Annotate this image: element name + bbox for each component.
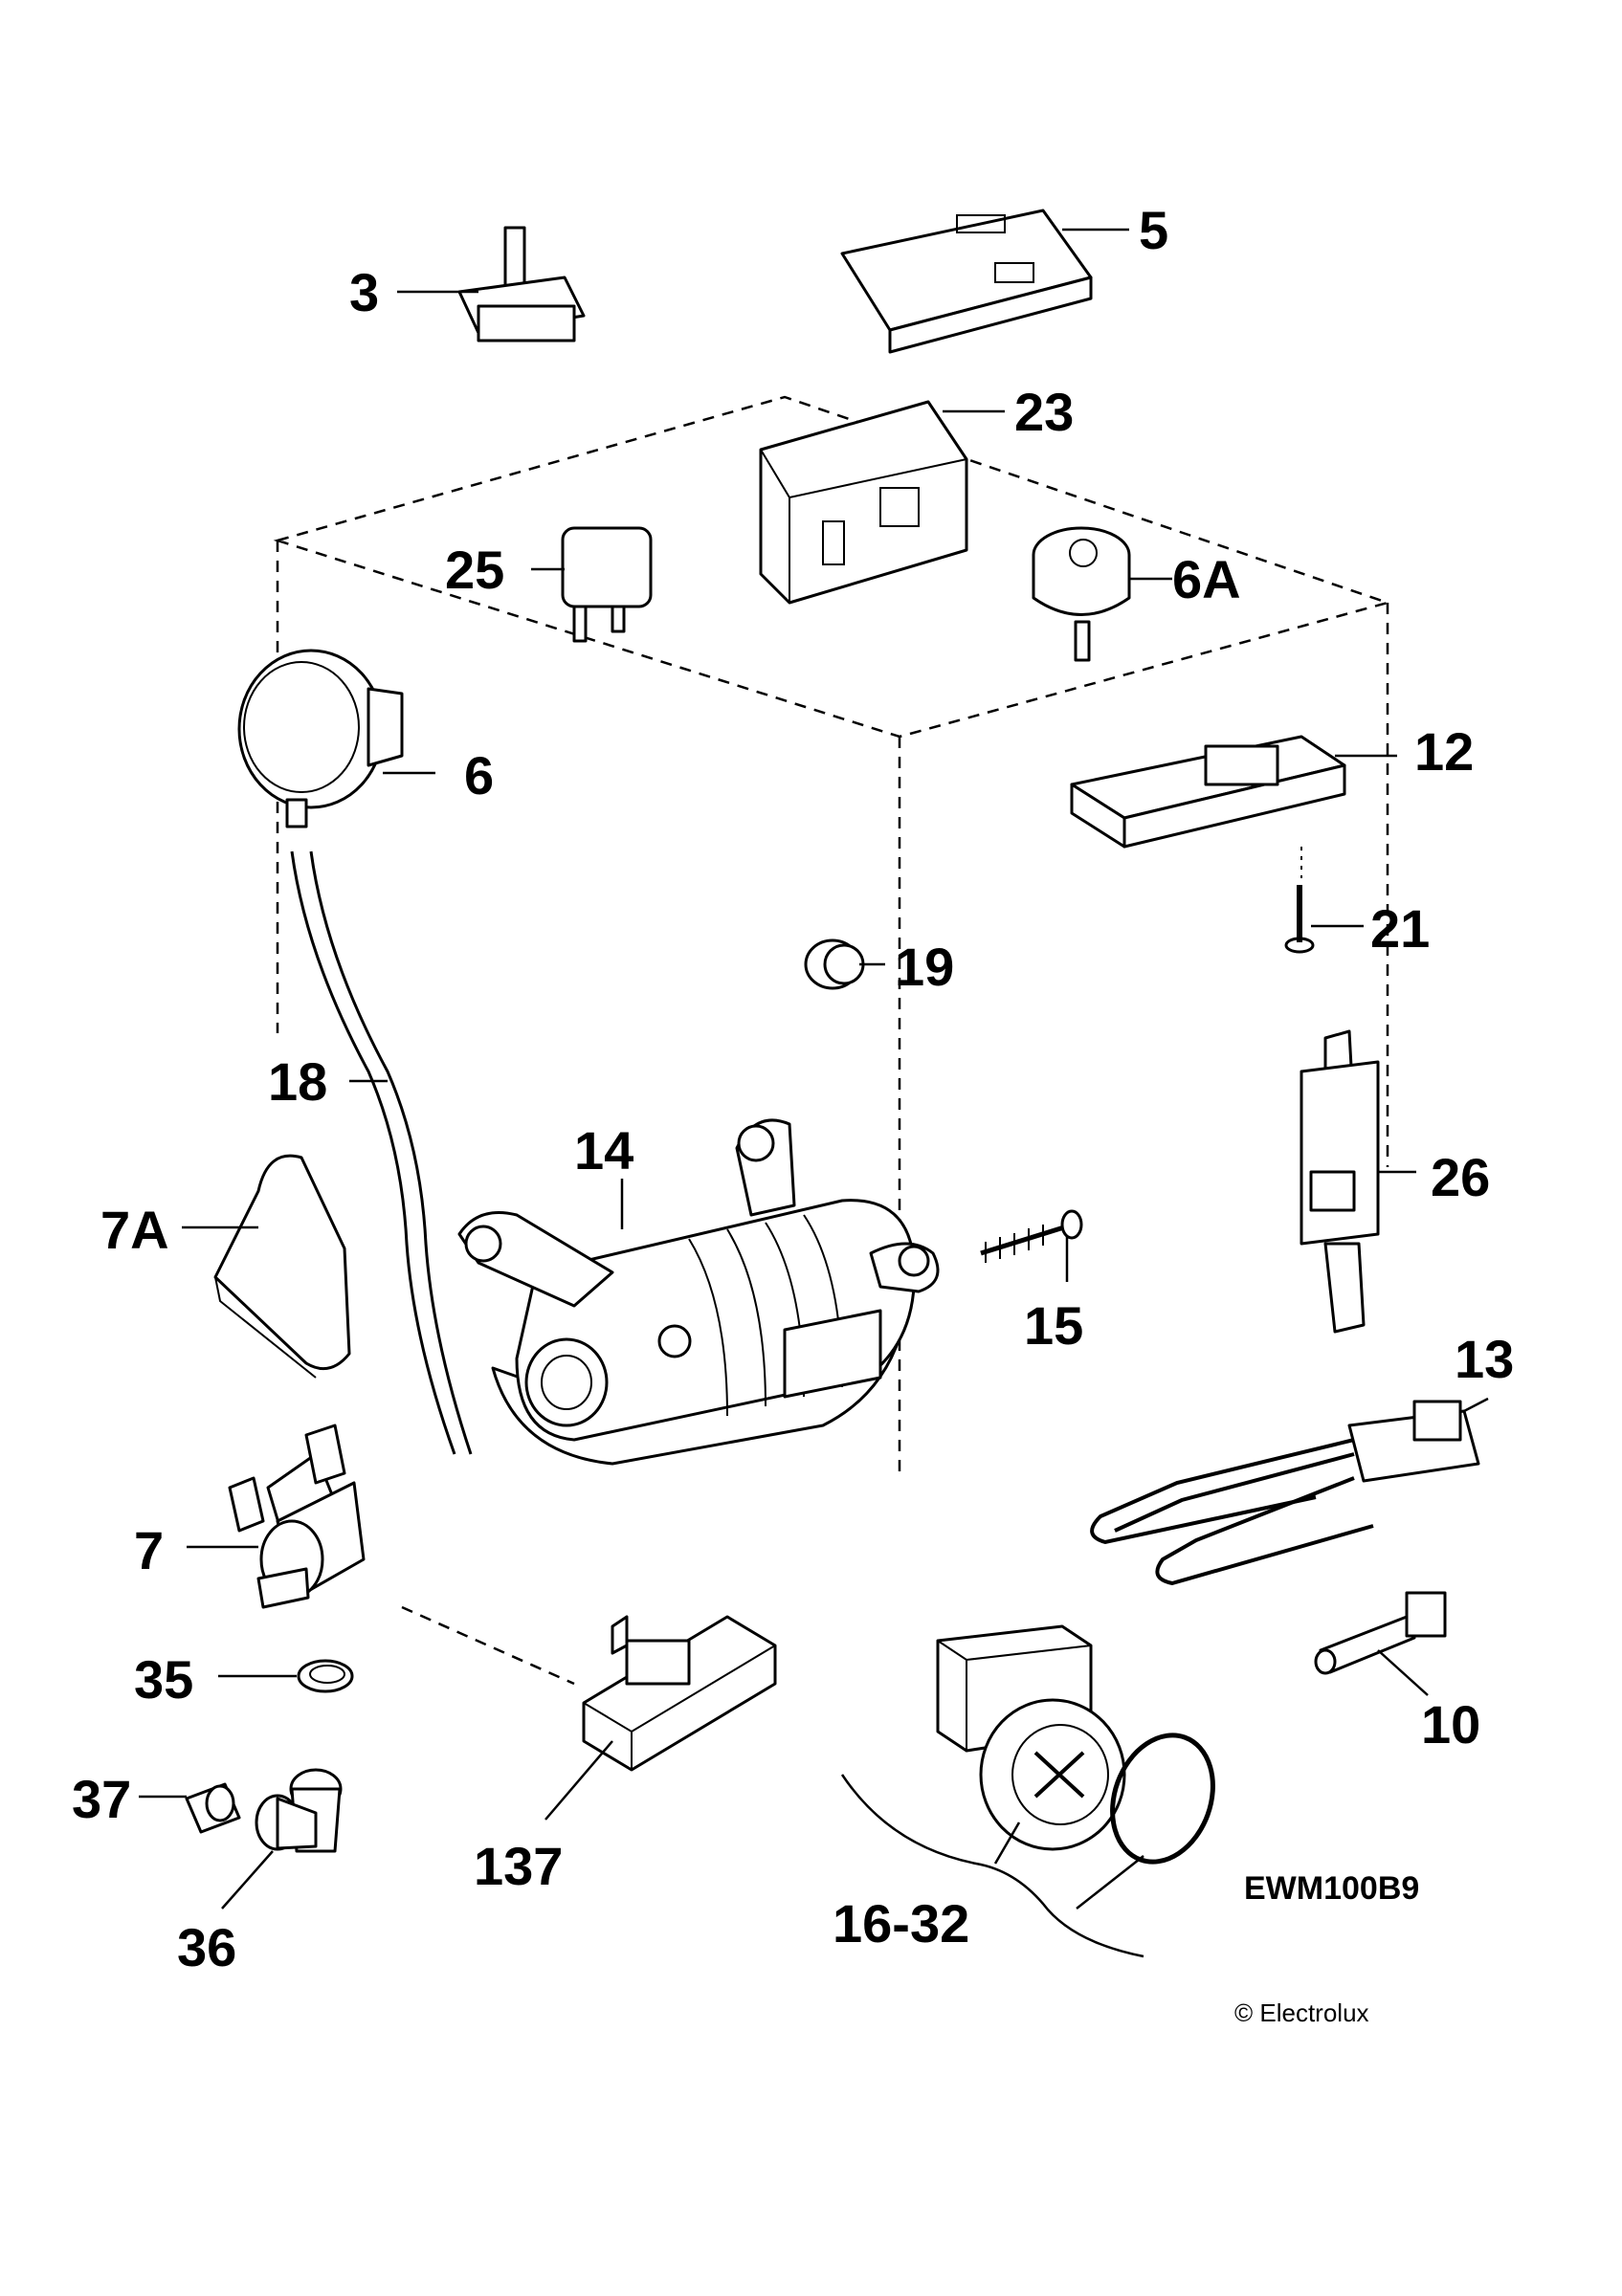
label-part-25: 25 <box>445 540 504 600</box>
part-18-hose <box>290 850 473 1455</box>
part-10-temperature-sensor <box>1314 1591 1447 1696</box>
label-part-36: 36 <box>177 1917 236 1977</box>
label-part-15: 15 <box>1024 1295 1083 1356</box>
label-part-7A: 7A <box>100 1200 169 1260</box>
part-7A-cover <box>182 1154 351 1379</box>
part-36-elbow-connector <box>221 1768 343 1910</box>
label-part-37: 37 <box>72 1769 131 1829</box>
model-number: EWM100B9 <box>1244 1870 1419 1907</box>
label-part-23: 23 <box>1014 382 1074 442</box>
label-part-14: 14 <box>574 1120 633 1181</box>
part-16-32-drain-pump <box>840 1624 1215 1958</box>
part-13-heating-element <box>1090 1397 1489 1586</box>
part-25-relay <box>531 526 653 643</box>
label-part-10: 10 <box>1421 1694 1480 1755</box>
part-15-screw <box>980 1209 1083 1282</box>
part-3-selector-switch <box>397 226 586 342</box>
label-part-19: 19 <box>895 937 954 997</box>
part-6-pressure-switch <box>237 649 435 828</box>
part-137-suppressor <box>544 1615 777 1821</box>
label-part-12: 12 <box>1414 721 1474 782</box>
part-21-screw <box>1284 847 1364 954</box>
label-part-13: 13 <box>1455 1329 1514 1389</box>
part-26-sensor-bracket <box>1300 1029 1416 1334</box>
part-14-motor <box>457 1118 940 1466</box>
part-5-control-board <box>840 209 1129 354</box>
label-part-137: 137 <box>474 1836 563 1896</box>
part-7-inlet-valve <box>187 1424 366 1609</box>
label-part-26: 26 <box>1431 1147 1490 1207</box>
label-part-5: 5 <box>1139 200 1168 260</box>
label-part-6: 6 <box>464 745 494 806</box>
part-19-grommet <box>804 938 885 990</box>
label-part-21: 21 <box>1370 898 1430 959</box>
label-part-35: 35 <box>134 1649 193 1710</box>
copyright-notice: © Electrolux <box>1234 1998 1369 2027</box>
label-part-7: 7 <box>134 1520 164 1580</box>
part-37-filter <box>139 1782 241 1834</box>
part-35-seal-ring <box>218 1659 354 1693</box>
label-part-3: 3 <box>349 262 379 322</box>
part-12-door-lock <box>1070 735 1397 849</box>
part-23-module-housing <box>759 400 1005 605</box>
label-part-16-32: 16-32 <box>833 1893 969 1954</box>
label-part-6A: 6A <box>1172 549 1241 609</box>
part-6A-pressure-switch <box>1032 526 1172 662</box>
label-part-18: 18 <box>268 1051 327 1112</box>
